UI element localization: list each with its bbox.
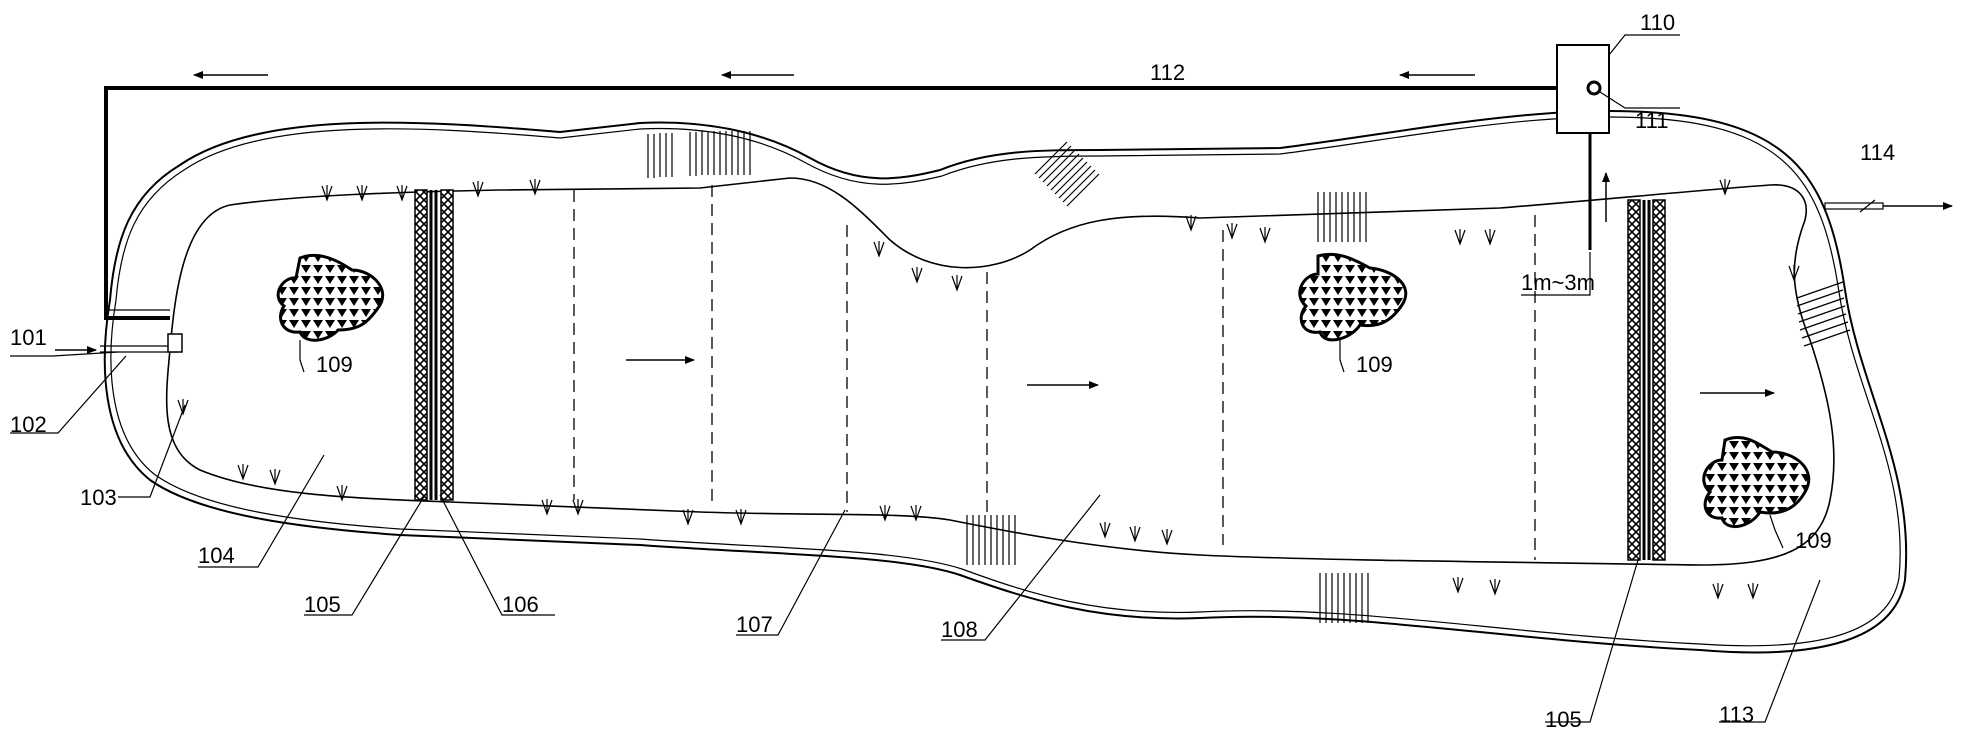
- label-107: 107: [736, 612, 773, 637]
- leader-line: [198, 454, 325, 568]
- label-104: 104: [198, 543, 235, 568]
- bank-hatch: [966, 515, 1016, 565]
- label-109a: 109: [316, 352, 353, 377]
- leader-line: [304, 494, 426, 616]
- recirculation-pipe: [104, 86, 1557, 320]
- label-102: 102: [10, 412, 47, 437]
- leader-line: [10, 351, 119, 357]
- bank-hatch: [647, 131, 751, 178]
- permeable-wall: [1627, 199, 1641, 561]
- plant-symbol: [873, 215, 1271, 292]
- leader-line: [1545, 559, 1639, 723]
- permeable-wall: [440, 189, 454, 501]
- label-113: 113: [1719, 702, 1754, 727]
- label-109b: 109: [1356, 352, 1393, 377]
- leader-line: [1719, 579, 1821, 723]
- leader-line: [1608, 34, 1680, 56]
- outer-boundary-double: [110, 116, 1901, 647]
- label-105a: 105: [304, 592, 341, 617]
- label-111: 111: [1635, 108, 1668, 133]
- plant-symbol: [177, 399, 348, 502]
- distribution-box: [167, 333, 183, 353]
- bank-hatch: [1319, 573, 1369, 623]
- leader-line: [1769, 514, 1784, 549]
- label-114: 114: [1860, 140, 1895, 165]
- leader-line: [299, 340, 305, 373]
- label-109c: 109: [1795, 528, 1832, 553]
- label-110: 110: [1640, 10, 1675, 35]
- plant-symbol: [1454, 179, 1800, 282]
- leader-line: [941, 494, 1101, 641]
- inner-boundary: [165, 177, 1835, 566]
- leader-line: [1521, 252, 1591, 296]
- leader-line: [1859, 199, 1876, 213]
- depth-label: 1m~3m: [1521, 270, 1595, 295]
- label-112: 112: [1150, 60, 1185, 85]
- leader-line: [10, 355, 127, 434]
- pump-icon: [1586, 80, 1602, 96]
- label-106: 106: [502, 592, 539, 617]
- plant-symbol: [541, 499, 922, 526]
- label-101: 101: [10, 325, 47, 350]
- leader-line: [1339, 338, 1345, 373]
- plant-symbol: [1099, 522, 1759, 600]
- vegetation-island: [276, 253, 385, 342]
- plant-symbol: [321, 179, 541, 202]
- leader-line: [118, 404, 186, 498]
- label-108: 108: [941, 617, 978, 642]
- label-103: 103: [80, 485, 117, 510]
- vegetation-island: [1702, 436, 1811, 528]
- vegetation-island: [1298, 253, 1408, 342]
- leader-line: [1599, 91, 1680, 109]
- bank-hatch: [1034, 141, 1100, 207]
- outlet-pipe: [1824, 202, 1884, 210]
- leader-line: [736, 509, 846, 636]
- outer-boundary: [103, 109, 1908, 654]
- permeable-wall: [1652, 199, 1666, 561]
- label-105b: 105: [1545, 707, 1582, 732]
- bank-hatch: [1796, 281, 1851, 347]
- bank-hatch: [1317, 192, 1367, 242]
- permeable-wall: [414, 189, 428, 501]
- leader-line: [439, 494, 555, 616]
